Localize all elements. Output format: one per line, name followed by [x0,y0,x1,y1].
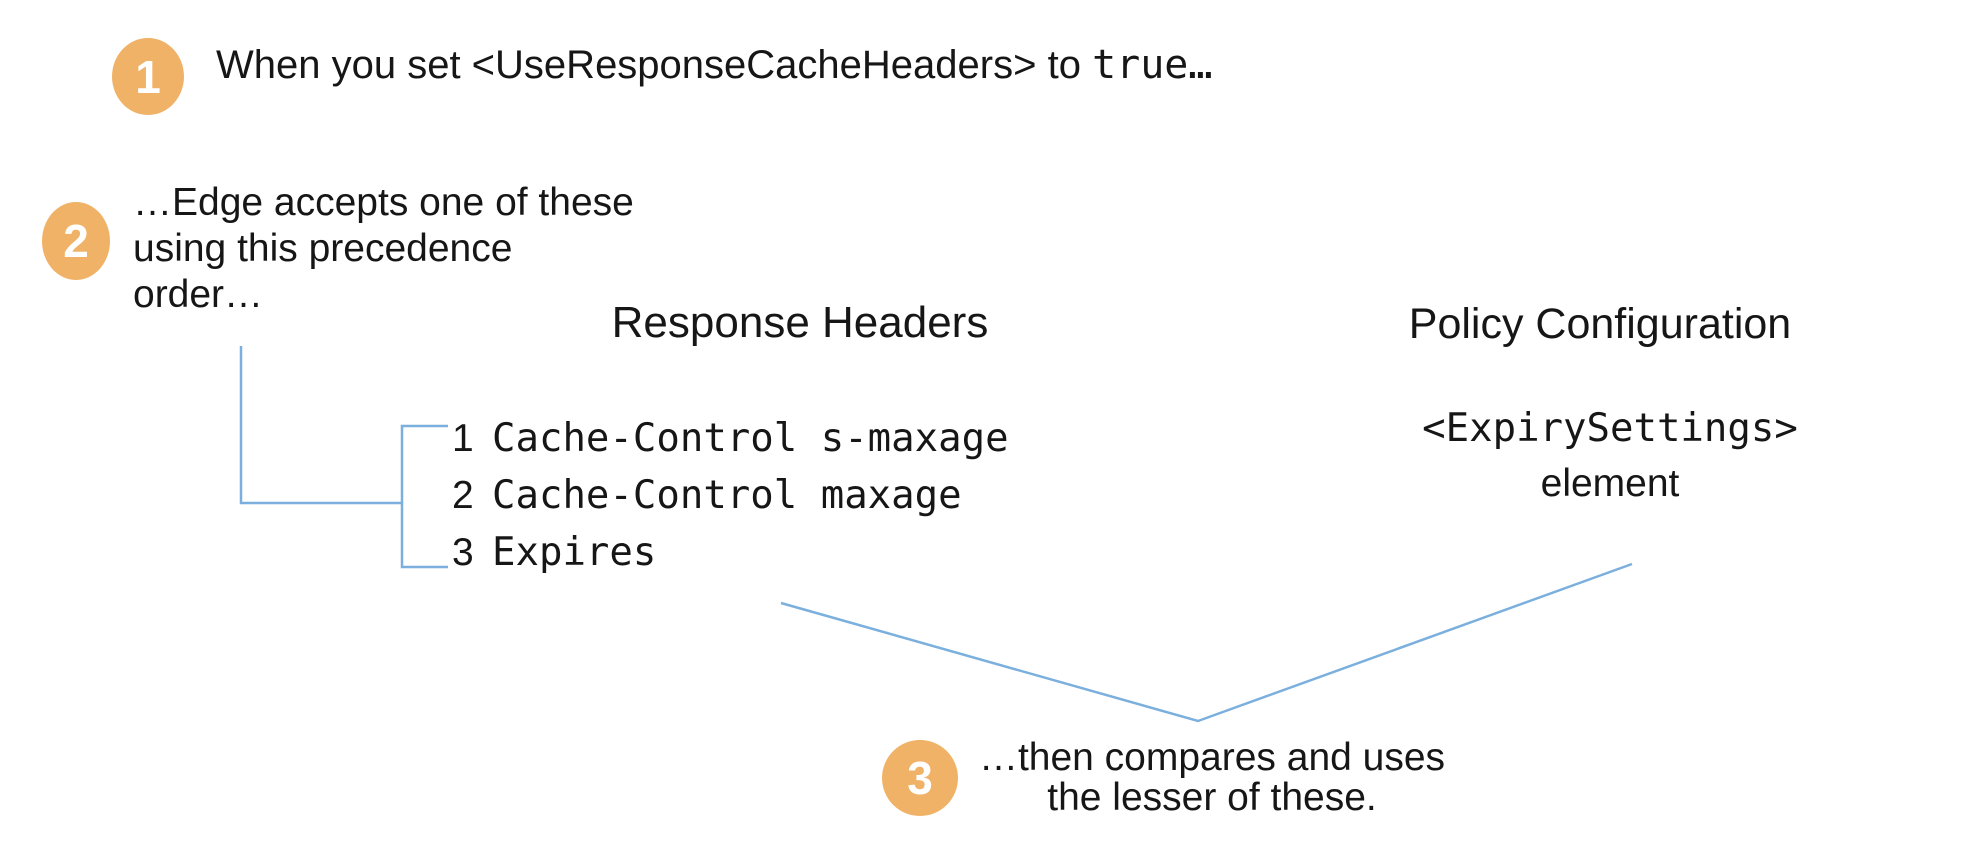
list-item-label: Cache-Control s-maxage [492,416,1009,461]
step-3-text: …then compares and uses the lesser of th… [972,738,1452,818]
list-item: 1 Cache-Control s-maxage [452,416,1009,473]
response-headers-title: Response Headers [611,298,989,347]
step-2-badge: 2 [42,202,110,280]
list-item: 3 Expires [452,530,1009,587]
step-3-line-2: the lesser of these. [1047,776,1377,819]
list-item-label: Expires [492,530,657,575]
step-1-code-true: true… [1092,42,1213,88]
compare-v-line [780,562,1633,723]
step-3-number: 3 [907,752,933,804]
expiry-settings-subtitle: element [1540,462,1680,505]
expiry-settings-code: <ExpirySettings> [1422,406,1798,451]
step-2-line-1: …Edge accepts one of these [133,181,634,224]
step-2-line-3: order… [133,273,264,316]
step-3-badge: 3 [882,740,958,816]
step-1-text: When you set <UseResponseCacheHeaders> t… [216,42,1212,88]
list-bracket-line [400,424,448,569]
list-item: 2 Cache-Control maxage [452,473,1009,530]
step-3-line-1: …then compares and uses [978,736,1446,779]
policy-configuration-title: Policy Configuration [1408,300,1792,348]
step-2-text: …Edge accepts one of these using this pr… [133,180,634,318]
list-item-label: Cache-Control maxage [492,473,962,518]
step-1-number: 1 [135,50,161,103]
list-item-number: 1 [452,417,474,460]
step-2-number: 2 [63,215,89,267]
step-1-badge: 1 [112,38,184,115]
step-2-line-2: using this precedence [133,227,513,270]
precedence-elbow-line [239,346,401,505]
response-headers-list: 1 Cache-Control s-maxage 2 Cache-Control… [452,416,1009,587]
step-1-sentence: When you set <UseResponseCacheHeaders> t… [216,43,1093,87]
list-item-number: 3 [452,531,474,574]
list-item-number: 2 [452,474,474,517]
